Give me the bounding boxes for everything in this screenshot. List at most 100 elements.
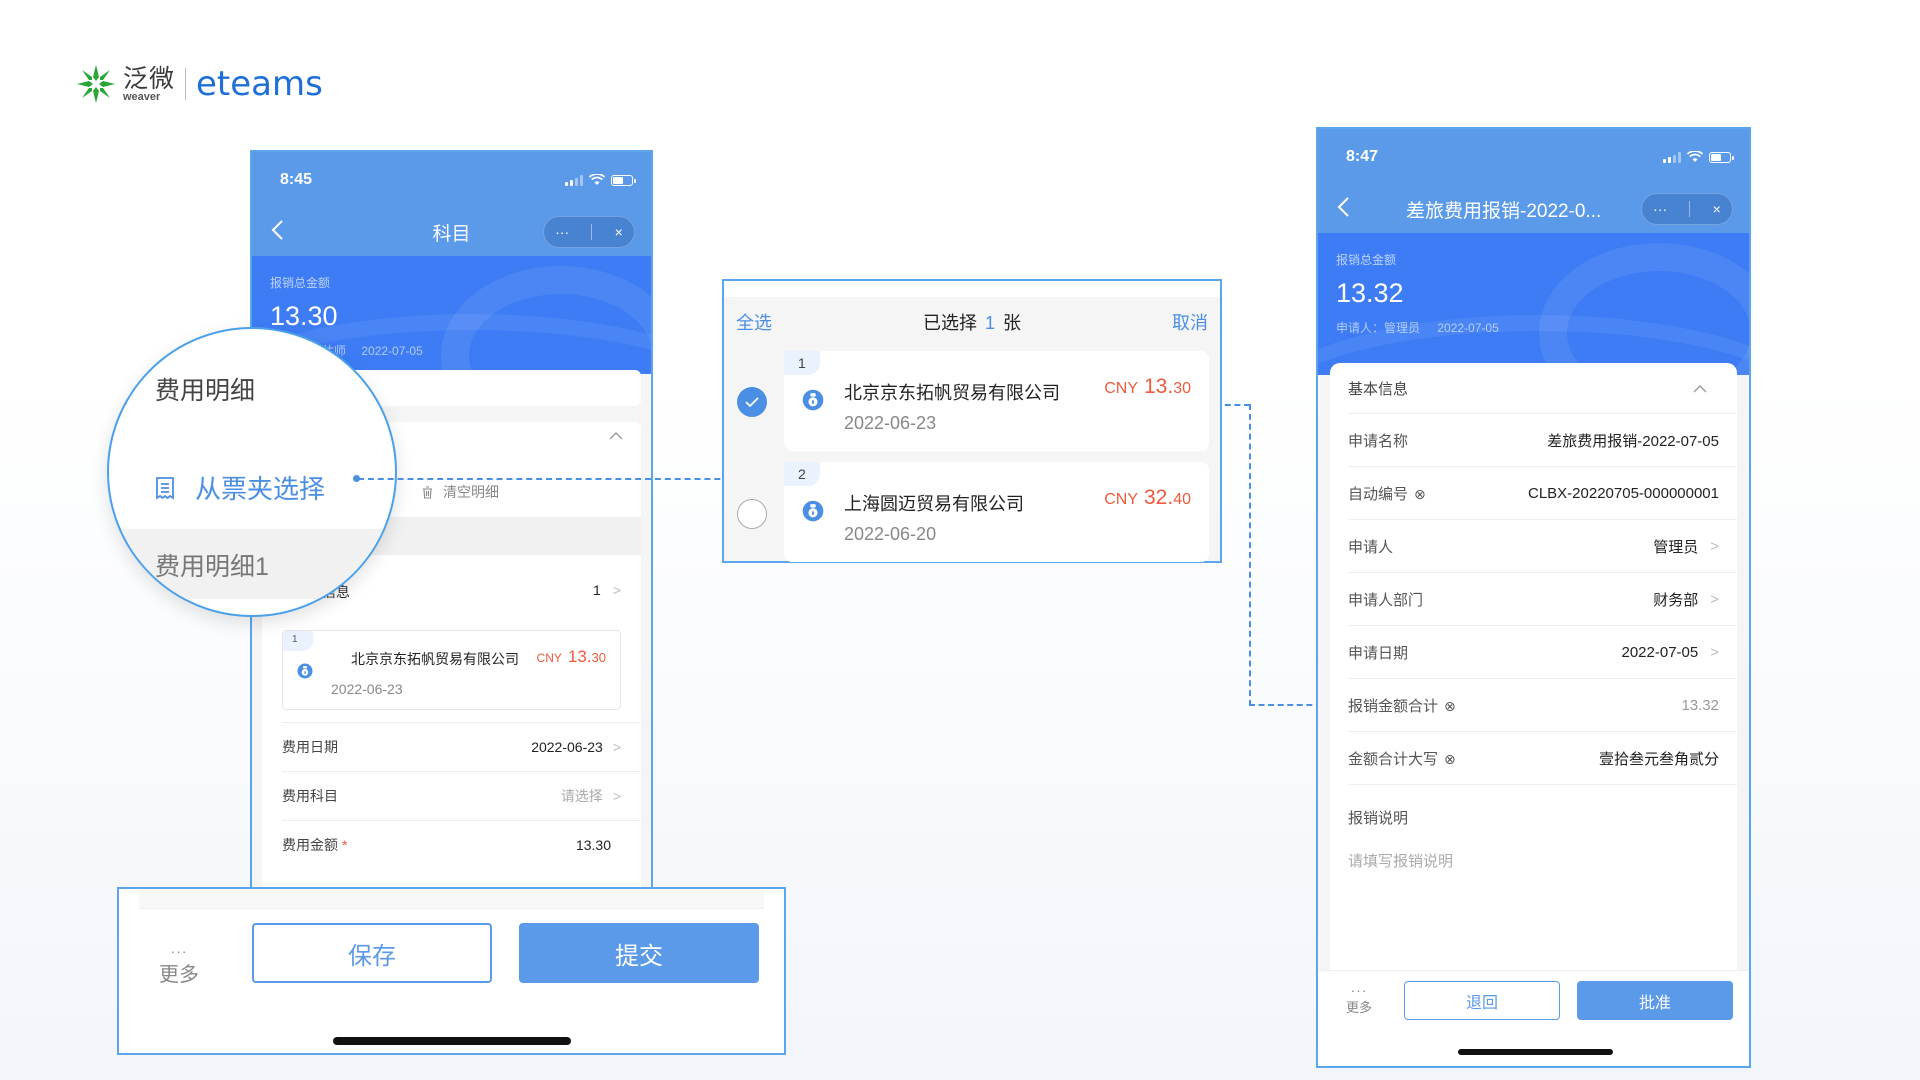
collapse-chevron-icon bbox=[1693, 384, 1707, 392]
save-button[interactable]: 保存 bbox=[252, 923, 492, 983]
approval-action-bar: ··· 更多 退回 批准 bbox=[1318, 970, 1749, 1066]
invoice-type-icon bbox=[297, 663, 313, 684]
product-name: eteams bbox=[196, 64, 323, 104]
brand-cn-name: 泛微 bbox=[123, 63, 176, 93]
select-all-button[interactable]: 全选 bbox=[736, 313, 772, 333]
signal-icon bbox=[565, 174, 583, 186]
invoice-type-icon bbox=[802, 389, 824, 416]
chevron-right-icon: > bbox=[612, 739, 621, 755]
required-asterisk-icon: * bbox=[342, 837, 348, 853]
chevron-right-icon: > bbox=[612, 582, 621, 598]
total-amount-label: 报销总金额 bbox=[270, 276, 331, 290]
close-button[interactable]: × bbox=[1712, 201, 1721, 217]
field-reimbursement-note: 报销说明 请填写报销说明 bbox=[1348, 784, 1737, 971]
total-amount-banner: 报销总金额 13.30 公估师 2022-07-05 bbox=[252, 256, 651, 374]
logo-divider bbox=[185, 68, 187, 100]
readonly-icon: ⊗ bbox=[1444, 697, 1456, 714]
action-bar-callout: ··· 更多 保存 提交 bbox=[117, 887, 786, 1055]
pick-from-invoice-folder-button[interactable]: 从票夹选择 bbox=[155, 469, 325, 506]
readonly-icon: ⊗ bbox=[1414, 485, 1426, 502]
field-auto-number: 自动编号⊗ CLBX-20220705-000000001 bbox=[1348, 466, 1737, 519]
page-title: 差旅费用报销-2022-0... bbox=[1406, 200, 1602, 222]
field-expense-date[interactable]: 费用日期 2022-06-23> bbox=[282, 722, 641, 771]
invoice-count: 1 bbox=[593, 582, 601, 598]
field-expense-amount[interactable]: 费用金额* 13.30 bbox=[282, 820, 641, 869]
approval-phone: 8:47 差旅费用报销-2022-0... ··· × 报销总金额 13.32 … bbox=[1316, 127, 1751, 1068]
field-amount-in-words: 金额合计大写⊗ 壹拾叁元叁角贰分 bbox=[1348, 731, 1737, 784]
cancel-button[interactable]: 取消 bbox=[1171, 313, 1208, 333]
total-amount-label: 报销总金额 bbox=[1336, 253, 1397, 267]
more-menu-button[interactable]: ··· bbox=[555, 224, 570, 240]
page-title: 科目 bbox=[432, 223, 471, 245]
wifi-icon bbox=[1687, 151, 1703, 162]
invoice-date: 2022-06-23 bbox=[331, 681, 403, 697]
invoice-type-icon bbox=[802, 500, 824, 527]
connector-line bbox=[1249, 404, 1251, 706]
more-actions-button[interactable]: ··· 更多 bbox=[1346, 982, 1373, 1015]
field-applicant[interactable]: 申请人 管理员> bbox=[1348, 519, 1737, 572]
connector-line bbox=[1249, 704, 1341, 706]
status-bar: 8:47 bbox=[1318, 129, 1749, 185]
note-textarea[interactable]: 请填写报销说明 bbox=[1348, 853, 1454, 870]
chevron-right-icon: > bbox=[1710, 643, 1719, 661]
back-button[interactable] bbox=[1336, 196, 1350, 222]
status-time: 8:47 bbox=[1346, 148, 1379, 165]
invoice-checkbox-checked[interactable] bbox=[737, 387, 767, 417]
reject-button[interactable]: 退回 bbox=[1404, 981, 1560, 1020]
mini-program-capsule: ··· × bbox=[1641, 193, 1733, 225]
signal-icon bbox=[1663, 151, 1681, 163]
invoice-checkbox-unchecked[interactable] bbox=[737, 499, 767, 529]
trash-icon bbox=[423, 485, 432, 499]
chevron-right-icon: > bbox=[1710, 590, 1719, 608]
chevron-right-icon: > bbox=[612, 788, 621, 804]
back-button[interactable] bbox=[270, 219, 284, 245]
submit-button[interactable]: 提交 bbox=[519, 923, 759, 983]
battery-icon bbox=[611, 174, 636, 186]
clear-details-button[interactable]: 清空明细 bbox=[422, 482, 499, 502]
mini-program-capsule: ··· × bbox=[543, 216, 635, 248]
receipt-icon bbox=[156, 476, 174, 500]
invoice-company: 北京京东拓帆贸易有限公司 bbox=[351, 651, 519, 667]
home-indicator bbox=[333, 1037, 571, 1045]
brand-en-name: weaver bbox=[123, 90, 161, 103]
nav-bar: 差旅费用报销-2022-0... ··· × bbox=[1318, 185, 1749, 233]
chevron-right-icon: > bbox=[1710, 537, 1719, 555]
more-actions-button[interactable]: ··· 更多 bbox=[159, 943, 199, 986]
total-amount-banner: 报销总金额 13.32 申请人：管理员 2022-07-05 bbox=[1318, 233, 1749, 375]
battery-icon bbox=[1709, 151, 1734, 163]
total-amount-value: 13.32 bbox=[1336, 278, 1404, 308]
basic-info-header[interactable]: 基本信息 bbox=[1348, 363, 1737, 413]
weaver-logo-icon bbox=[73, 61, 119, 107]
readonly-icon: ⊗ bbox=[1444, 750, 1456, 767]
status-bar: 8:45 bbox=[252, 152, 651, 208]
brand-logo: 泛微 weaver eteams bbox=[73, 58, 323, 110]
field-application-date[interactable]: 申请日期 2022-07-05> bbox=[1348, 625, 1737, 678]
home-indicator bbox=[1458, 1049, 1613, 1055]
field-expense-category[interactable]: 费用科目 请选择> bbox=[282, 771, 641, 820]
field-reimbursement-total: 报销金额合计⊗ 13.32 bbox=[1348, 678, 1737, 731]
invoice-index: 1 bbox=[283, 631, 313, 651]
wifi-icon bbox=[589, 174, 605, 185]
collapse-chevron-icon[interactable] bbox=[609, 427, 623, 443]
check-icon bbox=[745, 397, 759, 407]
close-button[interactable]: × bbox=[614, 224, 623, 240]
basic-info-card: 基本信息 申请名称 差旅费用报销-2022-07-05 自动编号⊗ CLBX-2… bbox=[1330, 363, 1737, 1008]
connector-dot bbox=[353, 475, 360, 482]
more-menu-button[interactable]: ··· bbox=[1653, 201, 1668, 217]
approve-button[interactable]: 批准 bbox=[1577, 981, 1733, 1020]
field-application-name: 申请名称 差旅费用报销-2022-07-05 bbox=[1348, 413, 1737, 466]
field-applicant-department[interactable]: 申请人部门 财务部> bbox=[1348, 572, 1737, 625]
expense-detail-heading: 费用明细 bbox=[155, 377, 256, 405]
expense-detail-1-heading: 费用明细1 bbox=[155, 553, 269, 581]
expense-detail-phone: 8:45 科目 ··· × 报销总金额 13.30 公估师 2022-07-05 bbox=[250, 150, 653, 890]
connector-line bbox=[1196, 404, 1250, 406]
connector-line bbox=[358, 478, 750, 480]
status-time: 8:45 bbox=[280, 171, 313, 188]
